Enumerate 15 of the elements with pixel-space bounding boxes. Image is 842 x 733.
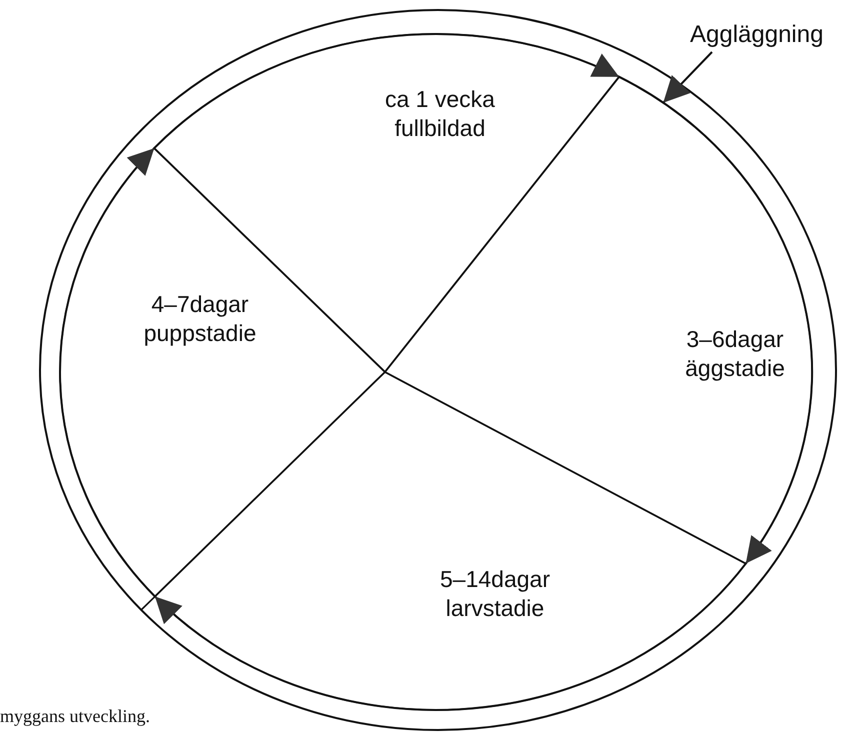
stage-label: larvstadie — [446, 594, 544, 622]
cycle-arrow — [618, 76, 813, 564]
stage-label: 3–6dagar — [686, 324, 784, 354]
stage-label: 5–14dagar — [440, 565, 550, 594]
stage-label: äggstadie — [685, 354, 785, 382]
label-text: Aggläggning — [690, 20, 824, 50]
cycle-arrow — [154, 33, 620, 149]
stage-label: puppstadie — [144, 318, 256, 348]
cycle-arrow — [59, 148, 156, 598]
caption: myggans utveckling. — [0, 705, 150, 728]
stage-label: fullbildad — [394, 114, 486, 142]
arrow — [662, 51, 713, 104]
stage-label: ca 1 vecka — [385, 84, 495, 114]
cycle-arrow — [154, 562, 747, 710]
stage-label: 4–7dagar — [151, 290, 249, 319]
